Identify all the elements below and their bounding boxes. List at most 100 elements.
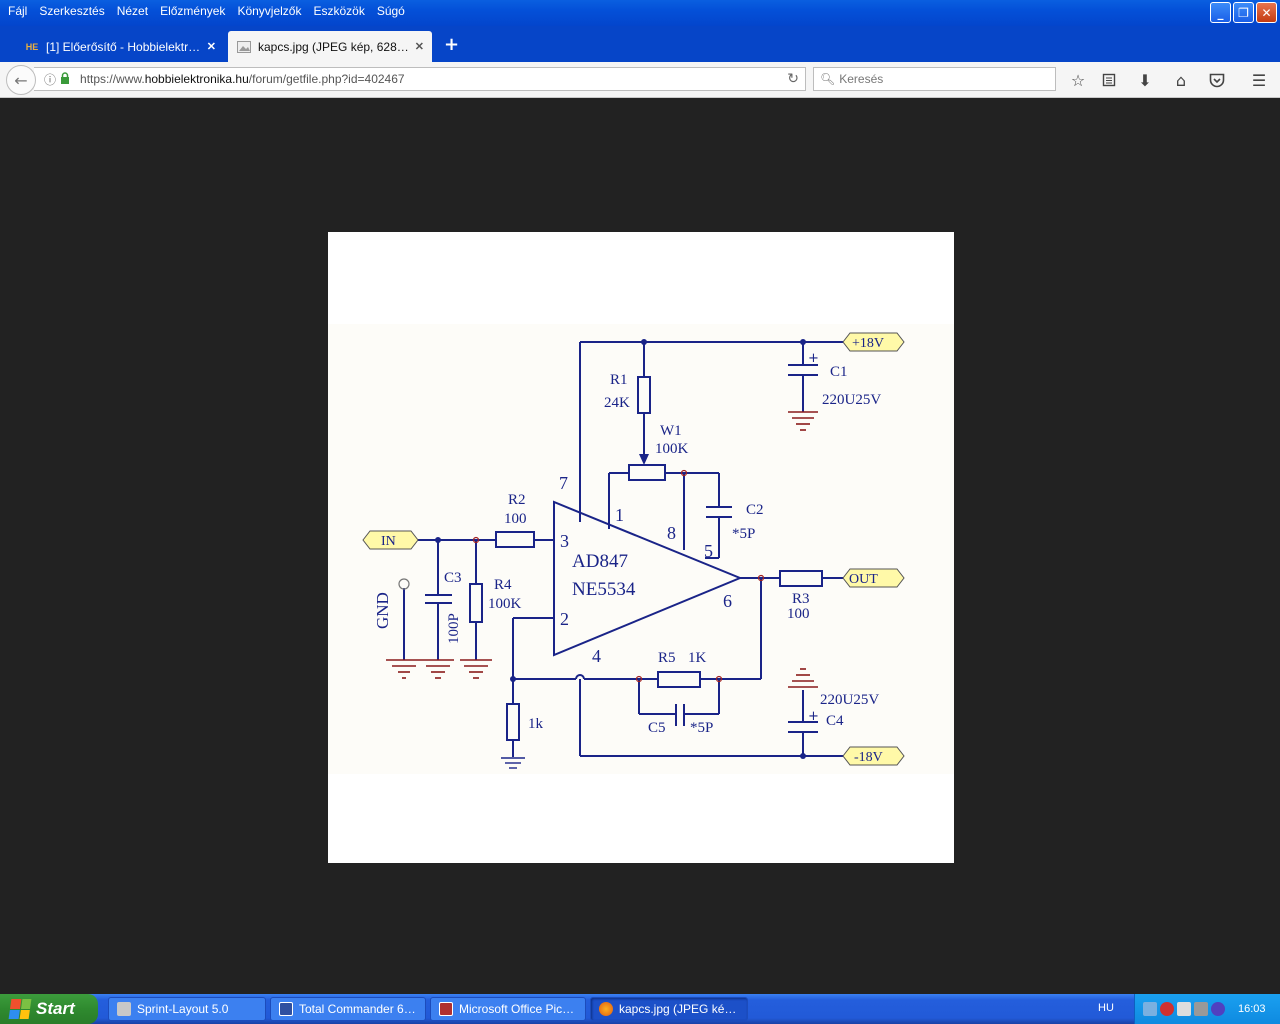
url-path: /forum/getfile.php?id=402467 xyxy=(248,72,405,86)
url-bar[interactable]: ⓘ https://www.hobbielektronika.hu/forum/… xyxy=(34,67,806,91)
menu-view[interactable]: Nézet xyxy=(116,4,149,18)
menu-history[interactable]: Előzmények xyxy=(160,4,226,18)
c1-name: C1 xyxy=(830,364,848,380)
r1-value: 24K xyxy=(604,395,630,411)
menu-bookmarks[interactable]: Könyvjelzők xyxy=(237,4,302,18)
r5-name: R5 xyxy=(658,650,676,666)
bookmarks-list-icon[interactable] xyxy=(1098,69,1120,91)
port-vminus: -18V xyxy=(854,750,883,765)
pin-6: 6 xyxy=(723,591,732,611)
shield-icon[interactable] xyxy=(1160,1002,1174,1016)
search-input[interactable] xyxy=(839,72,1040,86)
tab-close-icon[interactable]: ✕ xyxy=(414,41,424,53)
c2-name: C2 xyxy=(746,502,764,518)
r4-name: R4 xyxy=(494,577,512,593)
c3-value: 100P xyxy=(446,613,462,644)
r3-name: R3 xyxy=(792,591,810,607)
picture-manager-icon xyxy=(439,1002,453,1016)
clock: 16:03 xyxy=(1238,1003,1266,1015)
download-icon[interactable]: ⬇ xyxy=(1138,70,1152,90)
pin-2: 2 xyxy=(560,609,569,629)
pin-4: 4 xyxy=(592,646,601,666)
pin-8: 8 xyxy=(667,523,676,543)
network-icon[interactable] xyxy=(1194,1002,1208,1016)
start-label: Start xyxy=(36,999,75,1018)
svg-text:+: + xyxy=(808,351,819,366)
bluetooth-icon[interactable] xyxy=(1211,1002,1225,1016)
reload-icon[interactable]: ↻ xyxy=(787,71,799,87)
r5-value: 1K xyxy=(688,650,707,666)
port-vplus: +18V xyxy=(852,336,884,351)
lock-icon[interactable] xyxy=(60,71,70,87)
close-button[interactable]: ✕ xyxy=(1256,2,1277,23)
task-firefox[interactable]: kapcs.jpg (JPEG kép, 628 × 631 képpont) xyxy=(590,997,748,1021)
c5-value: *5P xyxy=(690,720,713,736)
windows-logo-icon xyxy=(8,999,32,1019)
menu-tools[interactable]: Eszközök xyxy=(313,4,365,18)
menu-help[interactable]: Súgó xyxy=(376,4,405,18)
url-domain: hobbielektronika.hu xyxy=(144,72,249,86)
sprint-layout-icon xyxy=(117,1002,131,1016)
tab-hobbielektronika[interactable]: HE [1] Előerősítő - Hobbielektronika ✕ xyxy=(16,31,224,62)
pin-7: 7 xyxy=(559,473,568,493)
bookmark-star-icon[interactable]: ☆ xyxy=(1070,70,1086,90)
menu-file[interactable]: Fájl xyxy=(8,4,28,18)
hamburger-menu-icon[interactable]: ☰ xyxy=(1251,70,1267,90)
back-arrow-icon: ← xyxy=(14,70,28,90)
task-picture-manager[interactable]: Microsoft Office Picture Manager xyxy=(430,997,586,1021)
tab-close-icon[interactable]: ✕ xyxy=(206,41,216,53)
port-output: OUT xyxy=(849,572,878,587)
task-label: kapcs.jpg (JPEG kép, 628 × 631 képpont) xyxy=(619,1002,739,1016)
c5-name: C5 xyxy=(648,720,666,736)
back-button[interactable]: ← xyxy=(6,65,36,95)
nav-bar: ⓘ https://www.hobbielektronika.hu/forum/… xyxy=(0,62,1280,98)
w1-name: W1 xyxy=(660,423,682,439)
tab-strip: HE [1] Előerősítő - Hobbielektronika ✕ k… xyxy=(0,26,1280,62)
task-total-commander[interactable]: Total Commander 6.56a xyxy=(270,997,426,1021)
tab-title: [1] Előerősítő - Hobbielektronika xyxy=(46,39,201,54)
new-tab-button[interactable]: + xyxy=(444,34,460,55)
task-label: Sprint-Layout 5.0 xyxy=(137,1002,229,1016)
window-controls: _ ❐ ✕ xyxy=(1210,2,1277,23)
home-icon[interactable]: ⌂ xyxy=(1175,70,1187,90)
r2-name: R2 xyxy=(508,492,526,508)
c4-name: C4 xyxy=(826,713,844,729)
opamp-label-2: NE5534 xyxy=(572,579,636,600)
url-text[interactable]: https://www.hobbielektronika.hu/forum/ge… xyxy=(80,72,405,86)
language-indicator[interactable]: HU xyxy=(1098,1002,1114,1014)
r3-value: 100 xyxy=(787,606,810,622)
c3-name: C3 xyxy=(444,570,462,586)
port-input: IN xyxy=(381,534,396,549)
opamp-label-1: AD847 xyxy=(572,551,628,572)
c4-value: 220U25V xyxy=(820,692,879,708)
url-prefix: https://www. xyxy=(80,72,145,86)
start-button[interactable]: Start xyxy=(0,994,98,1024)
taskbar: Start Sprint-Layout 5.0 Total Commander … xyxy=(0,994,1280,1024)
volume-icon[interactable] xyxy=(1177,1002,1191,1016)
c2-value: *5P xyxy=(732,526,755,542)
svg-text:+: + xyxy=(808,709,819,724)
firefox-icon xyxy=(599,1002,613,1016)
title-bar: Fájl Szerkesztés Nézet Előzmények Könyvj… xyxy=(0,0,1280,26)
image-viewer: + + R1 24K W1 100K C2 *5P R2 100 R3 100 … xyxy=(328,232,954,863)
port-gnd: GND xyxy=(373,592,392,629)
task-sprint-layout[interactable]: Sprint-Layout 5.0 xyxy=(108,997,266,1021)
info-icon[interactable]: ⓘ xyxy=(44,72,57,87)
restore-button[interactable]: ❐ xyxy=(1233,2,1254,23)
menu-edit[interactable]: Szerkesztés xyxy=(39,4,105,18)
c1-value: 220U25V xyxy=(822,392,881,408)
tab-kapcs-jpg[interactable]: kapcs.jpg (JPEG kép, 628 × 631 képpont) … xyxy=(228,31,432,62)
r-ground-value: 1k xyxy=(528,716,544,732)
image-icon xyxy=(236,39,252,55)
task-label: Total Commander 6.56a xyxy=(299,1002,417,1016)
menu-bar: Fájl Szerkesztés Nézet Előzmények Könyvj… xyxy=(2,3,411,20)
tab-title: kapcs.jpg (JPEG kép, 628 × 631 képpont) xyxy=(258,39,409,54)
tray-app-icon[interactable] xyxy=(1143,1002,1157,1016)
system-tray: 16:03 xyxy=(1134,994,1280,1024)
floppy-icon xyxy=(279,1002,293,1016)
pin-1: 1 xyxy=(615,505,624,525)
pocket-icon[interactable] xyxy=(1206,69,1228,91)
task-label: Microsoft Office Picture Manager xyxy=(459,1002,577,1016)
search-bar[interactable]: 🔍︎ xyxy=(813,67,1056,91)
minimize-button[interactable]: _ xyxy=(1210,2,1231,23)
